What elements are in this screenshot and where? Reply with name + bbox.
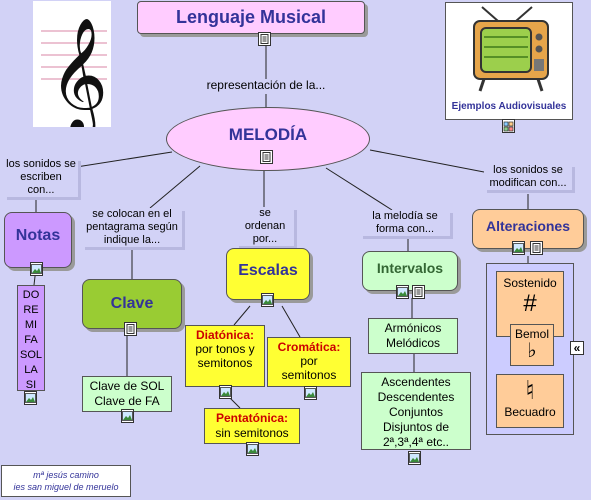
link-phrase-notas: los sonidos se escriben con... xyxy=(4,158,78,197)
note-item: SOL xyxy=(19,349,42,361)
tv-image-panel[interactable]: Ejemplos Audiovisuales xyxy=(445,2,573,120)
treble-clef-image: 𝄞 xyxy=(33,1,111,138)
connector-melodia-to-intervalos-link xyxy=(325,167,393,211)
treble-clef-icon: 𝄞 xyxy=(41,16,108,138)
cromatica-image-icon[interactable] xyxy=(304,386,317,400)
svg-text:𝄞: 𝄞 xyxy=(49,16,108,127)
intervalos-node[interactable]: Intervalos xyxy=(362,251,458,291)
notas-node[interactable]: Notas xyxy=(4,212,72,268)
becuadro-card: ♮ Becuadro xyxy=(496,374,564,428)
link-phrase-clave: se colocan en el pentagrama según indiqu… xyxy=(82,208,182,247)
notas-image-icon[interactable] xyxy=(30,262,43,276)
note-item: SI xyxy=(25,379,37,391)
link-phrase-intervalos: la melodía se forma con... xyxy=(360,210,450,236)
connector-melodia-to-clave-link xyxy=(149,165,201,209)
intervalos-ascendentes-box: Ascendentes Descendentes Conjuntos Disju… xyxy=(361,372,471,450)
intervalos-image-icon[interactable] xyxy=(396,285,409,299)
alteraciones-doc-icon[interactable] xyxy=(530,241,543,255)
escalas-image-icon[interactable] xyxy=(261,293,274,307)
flat-symbol: ♭ xyxy=(527,340,537,362)
note-item: FA xyxy=(24,334,38,346)
connector-escalas-to-diatonica xyxy=(233,305,251,326)
tv-multi-link-icon[interactable] xyxy=(502,119,515,133)
link-phrase-alteraciones: los sonidos se modifican con... xyxy=(484,164,572,190)
alteraciones-panel: Sostenido # Bemol ♭ ♮ Becuadro xyxy=(486,263,574,435)
connector-melodia-to-alteraciones-link xyxy=(369,149,485,173)
escalas-node[interactable]: Escalas xyxy=(226,248,310,300)
link-phrase-escalas: se ordenan por... xyxy=(236,207,294,246)
notes-list: DO RE MI FA SOL LA SI xyxy=(18,288,44,393)
note-item: RE xyxy=(23,304,39,316)
bemol-card: Bemol ♭ xyxy=(510,324,554,366)
main-link-phrase: representación de la... xyxy=(195,79,337,92)
pentatonica-box: Pentatónica: sin semitonos xyxy=(204,408,300,444)
sharp-symbol: # xyxy=(523,290,537,317)
note-item: MI xyxy=(24,319,38,331)
notes-list-image-icon[interactable] xyxy=(24,391,37,405)
alteraciones-image-icon[interactable] xyxy=(512,241,525,255)
clave-detail-box: Clave de SOL Clave de FA xyxy=(82,376,172,412)
natural-symbol: ♮ xyxy=(525,375,535,405)
note-item: LA xyxy=(24,364,38,376)
diatonica-image-icon[interactable] xyxy=(219,385,232,399)
intervalos-doc-icon[interactable] xyxy=(412,285,425,299)
melodia-doc-icon[interactable] xyxy=(260,150,273,164)
pentatonica-image-icon[interactable] xyxy=(246,442,259,456)
clave-detail-image-icon[interactable] xyxy=(121,409,134,423)
intervalos-detail-image-icon[interactable] xyxy=(408,451,421,465)
title-text: Lenguaje Musical xyxy=(175,7,327,27)
alteraciones-node[interactable]: Alteraciones xyxy=(472,209,584,249)
television-icon xyxy=(473,6,549,92)
note-item: DO xyxy=(22,289,40,301)
melodia-text: MELODÍA xyxy=(228,125,308,144)
credits-box: mª jesús camino ies san miguel de meruel… xyxy=(1,465,131,497)
connector-escalas-to-cromatica xyxy=(281,305,301,338)
cromatica-box: Cromática: por semitonos xyxy=(267,337,351,387)
notes-list-box: DO RE MI FA SOL LA SI xyxy=(17,285,45,391)
tv-caption: Ejemplos Audiovisuales xyxy=(451,101,567,112)
title-node[interactable]: Lenguaje Musical xyxy=(137,1,365,34)
intervalos-armonicos-box: Armónicos Melódicos xyxy=(368,318,458,354)
title-doc-icon[interactable] xyxy=(258,32,271,46)
collapse-arrow-icon[interactable]: « xyxy=(570,341,584,355)
clave-doc-icon[interactable] xyxy=(124,322,137,336)
connector-melodia-to-notas-link xyxy=(69,151,173,169)
clave-node[interactable]: Clave xyxy=(82,279,182,329)
diatonica-box: Diatónica: por tonos y semitonos xyxy=(185,325,265,387)
